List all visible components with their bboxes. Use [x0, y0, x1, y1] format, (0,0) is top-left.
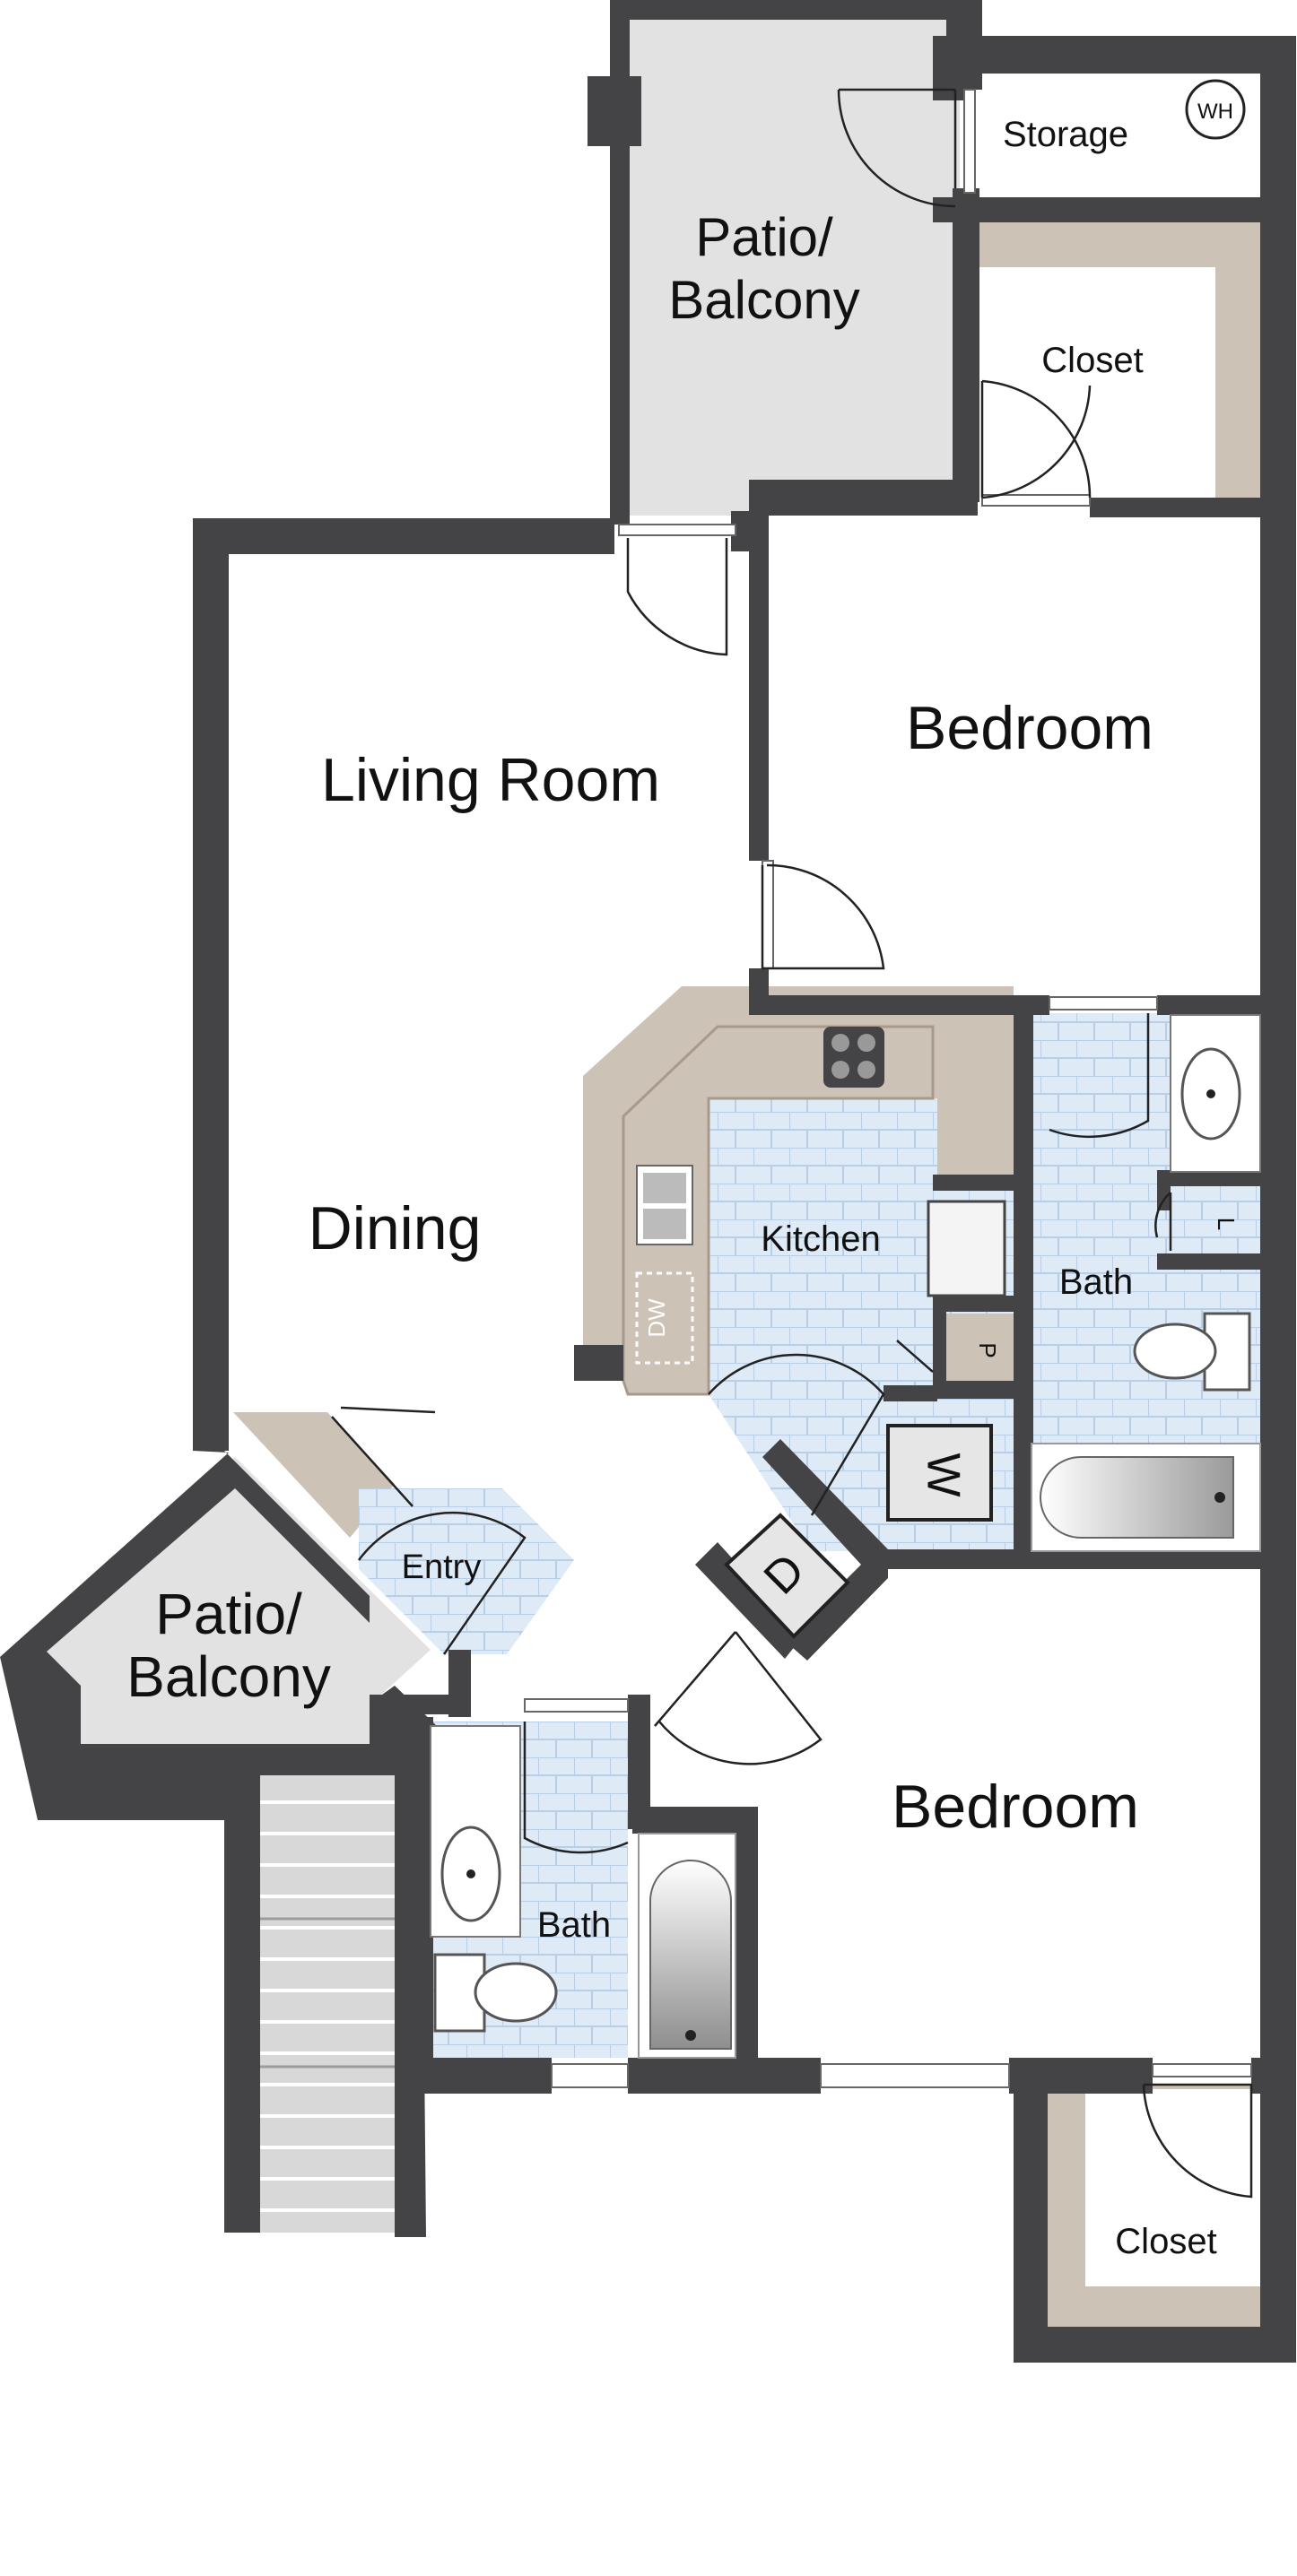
entry-shelf: [233, 1412, 395, 1538]
bedroom-bottom-label: Bedroom: [892, 1773, 1139, 1841]
bath-right-label: Bath: [1059, 1262, 1133, 1302]
dishwasher-label: DW: [643, 1298, 670, 1338]
patio-left-floor: [27, 1457, 431, 1775]
bath-lower-sink-icon: [430, 1725, 521, 1938]
refrigerator-icon: [927, 1200, 1006, 1297]
windows: [524, 89, 1252, 2088]
stairs: [260, 1775, 395, 2233]
bath-lower-label: Bath: [537, 1905, 611, 1945]
washer-icon: W: [886, 1424, 993, 1522]
entry-label: Entry: [402, 1548, 482, 1586]
bath-right-toilet-icon: [1133, 1312, 1251, 1392]
kitchen-label: Kitchen: [761, 1219, 880, 1259]
walls: [0, 0, 1296, 2363]
bath-right-tub-icon: [1031, 1443, 1261, 1552]
storage-label: Storage: [1003, 115, 1128, 154]
bath-lower-toilet-icon: [433, 1953, 558, 2033]
washer-label: W: [917, 1453, 969, 1496]
bath-lower-tub-icon: [638, 1833, 736, 2059]
patio-top-label-line1: Patio/: [695, 207, 833, 267]
dishwasher-icon: DW: [635, 1271, 694, 1365]
kitchen-sink-icon: [636, 1165, 693, 1245]
bedroom-top-label: Bedroom: [906, 694, 1153, 762]
water-heater-icon: WH: [1185, 79, 1246, 140]
pantry-box: [946, 1314, 1014, 1381]
living-room-label: Living Room: [321, 746, 660, 814]
linen-label: L: [1213, 1218, 1240, 1230]
closet-top-label: Closet: [1041, 341, 1143, 380]
entry-floor: [359, 1488, 574, 1654]
patio-left-label-line2: Balcony: [126, 1644, 331, 1709]
cooktop-icon: [823, 1027, 884, 1088]
pantry-label: P: [974, 1342, 1001, 1357]
patio-top-label-line2: Balcony: [668, 270, 859, 330]
dining-label: Dining: [309, 1194, 482, 1262]
patio-left-label-line1: Patio/: [155, 1582, 302, 1646]
doors: [331, 88, 1253, 2199]
water-heater-label: WH: [1197, 100, 1233, 124]
closet-bottom-label: Closet: [1115, 2222, 1216, 2261]
bath-right-sink-icon: [1170, 1014, 1261, 1173]
patio-top-floor: [610, 18, 960, 516]
dryer-icon: D: [724, 1513, 850, 1639]
